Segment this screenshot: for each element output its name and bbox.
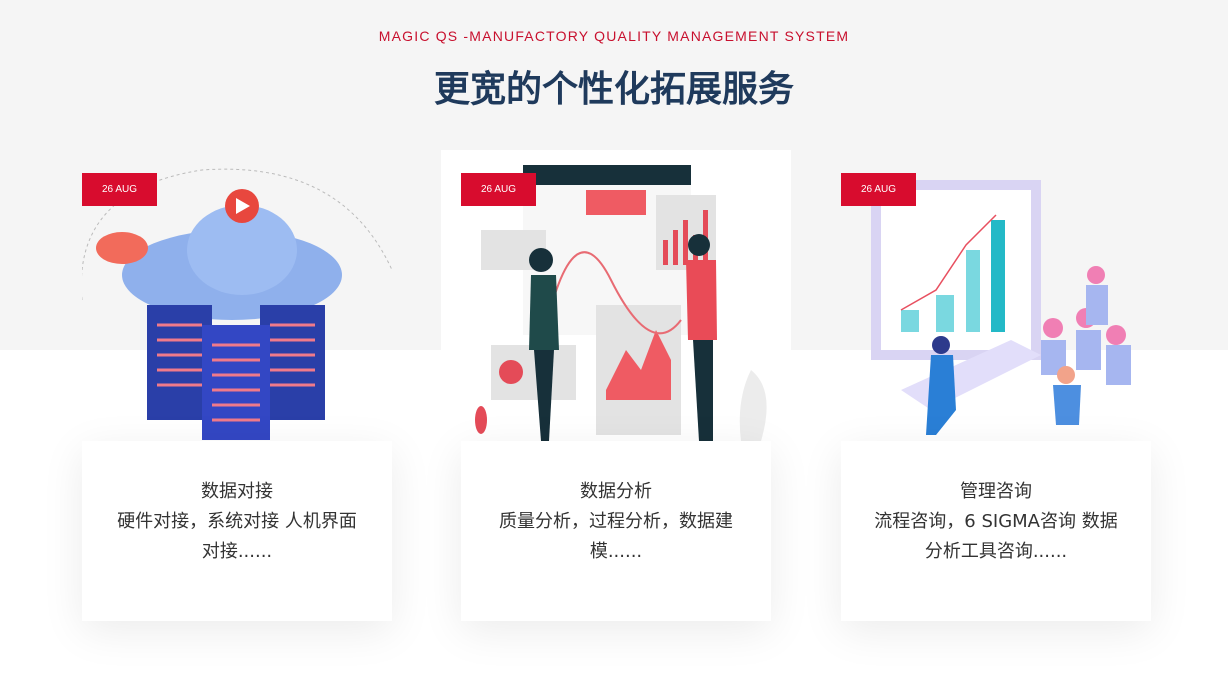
card-title: 数据分析 bbox=[580, 481, 652, 502]
card-description: 硬件对接，系统对接 人机界面对接...... bbox=[117, 511, 357, 562]
server-cloud-illustration bbox=[80, 150, 393, 441]
card-text: 数据分析 质量分析，过程分析，数据建模...... bbox=[461, 441, 771, 621]
service-card-data-integration[interactable]: 26 AUG 数据对接 硬件对接，系统对接 人机界面对接...... bbox=[80, 150, 393, 622]
date-badge: 26 AUG bbox=[461, 173, 536, 206]
card-text: 数据对接 硬件对接，系统对接 人机界面对接...... bbox=[82, 441, 392, 621]
card-title: 管理咨询 bbox=[960, 481, 1032, 502]
card-description: 质量分析，过程分析，数据建模...... bbox=[499, 511, 733, 562]
page-subtitle: MAGIC QS -MANUFACTORY QUALITY MANAGEMENT… bbox=[378, 28, 850, 44]
page-title: 更宽的个性化拓展服务 bbox=[433, 69, 794, 110]
date-badge: 26 AUG bbox=[82, 173, 157, 206]
date-badge: 26 AUG bbox=[841, 173, 916, 206]
presentation-illustration bbox=[841, 150, 1151, 441]
card-text: 管理咨询 流程咨询，6 SIGMA咨询 数据分析工具咨询...... bbox=[841, 441, 1151, 621]
service-card-data-analysis[interactable]: 26 AUG 数据分析 质量分析，过程分析，数据建模...... bbox=[441, 150, 791, 622]
card-description: 流程咨询，6 SIGMA咨询 数据分析工具咨询...... bbox=[874, 511, 1118, 562]
service-card-consulting[interactable]: 26 AUG 管理咨询 流程咨询，6 SIGMA咨询 数据分析工具咨询.....… bbox=[841, 150, 1151, 622]
card-title: 数据对接 bbox=[201, 481, 273, 502]
